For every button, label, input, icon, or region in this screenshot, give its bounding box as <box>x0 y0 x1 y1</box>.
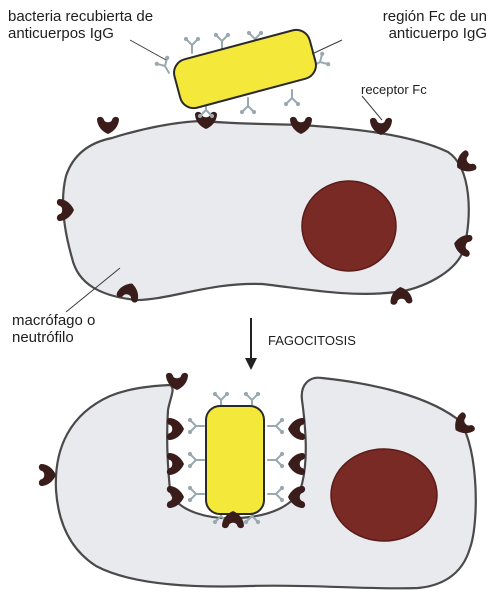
bacteria-label-line2: anticuerpos IgG <box>8 25 153 42</box>
nucleus-bottom <box>331 449 437 541</box>
macrophage-label-line2: neutrófilo <box>12 329 95 346</box>
phagocytosis-arrow <box>245 318 257 370</box>
phagocytosis-label-text: FAGOCITOSIS <box>268 333 356 348</box>
fc-region-label: región Fc de un anticuerpo IgG <box>383 8 487 42</box>
fc-receptor-icon <box>167 418 184 440</box>
fc-region-label-line2: anticuerpo IgG <box>383 25 487 42</box>
bacteria-label-line1: bacteria recubierta de <box>8 8 153 25</box>
fc-receptor-icon <box>288 453 305 475</box>
bacterium-top <box>171 27 319 112</box>
bacterium-bottom <box>206 406 264 514</box>
macrophage-cell-top <box>63 121 469 300</box>
fc-receptor-label: receptor Fc <box>361 82 427 97</box>
fc-region-label-line1: región Fc de un <box>383 8 487 25</box>
fc-receptor-icon <box>288 418 305 440</box>
fc-receptor-icon <box>39 464 56 486</box>
fc-receptor-icon <box>167 453 184 475</box>
nucleus-top <box>302 181 396 271</box>
phagocytosis-label: FAGOCITOSIS <box>268 333 356 348</box>
fc-receptor-label-text: receptor Fc <box>361 82 427 97</box>
fc-receptor-icon <box>97 117 119 134</box>
macrophage-label: macrófago o neutrófilo <box>12 312 95 346</box>
bacteria-label: bacteria recubierta de anticuerpos IgG <box>8 8 153 42</box>
macrophage-label-line1: macrófago o <box>12 312 95 329</box>
